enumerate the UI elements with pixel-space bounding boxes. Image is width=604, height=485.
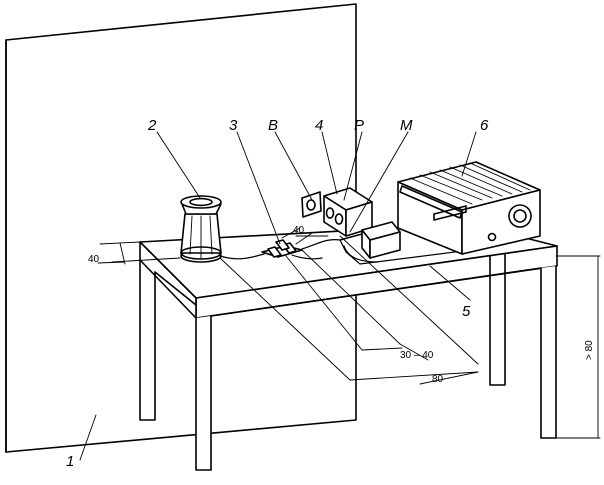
label-3: 3: [229, 117, 238, 134]
wall-panel: [5, 3, 357, 453]
leader-lines: [79, 131, 477, 461]
socket-b: [301, 191, 322, 218]
label-4: 4: [315, 117, 323, 134]
label-p: P: [354, 117, 364, 134]
label-b: B: [268, 117, 278, 134]
label-1: 1: [66, 453, 74, 470]
loudspeaker: [180, 195, 222, 263]
dim-distance-long: 80: [432, 374, 444, 385]
label-6: 6: [480, 117, 489, 134]
dim-height: > 80: [584, 340, 595, 360]
label-5: 5: [462, 303, 471, 320]
label-m: M: [400, 117, 413, 134]
dim-edge-mid: 40: [293, 225, 305, 236]
dimension-lines: [97, 227, 601, 439]
generator-6: [397, 161, 541, 255]
label-2: 2: [147, 117, 157, 134]
dim-edge-left: 40: [88, 254, 100, 265]
dim-distance-short: 30 – 40: [400, 350, 434, 361]
